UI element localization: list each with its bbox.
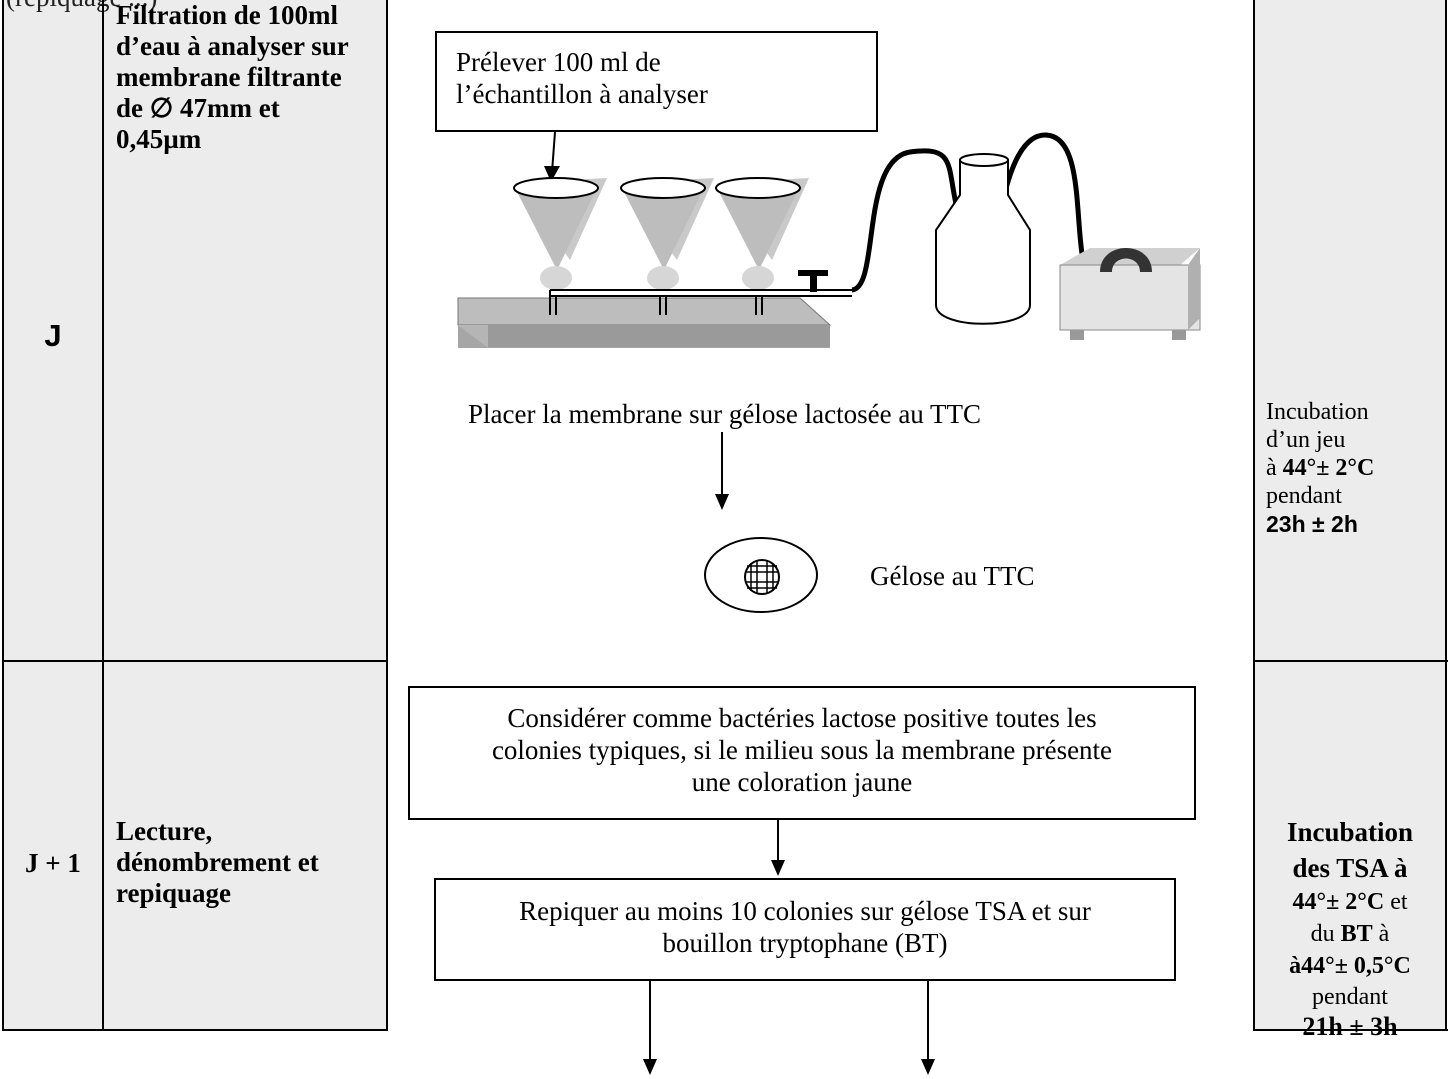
- step-line: d’eau à analyser sur: [116, 31, 349, 61]
- filtration-apparatus-illustration: [457, 131, 1201, 348]
- vacuum-pump: [1059, 248, 1201, 340]
- col-line-2: [386, 0, 388, 1031]
- incubation-temp: 44°± 2°C: [1282, 455, 1375, 481]
- arrow-to-tsa: [643, 981, 657, 1075]
- incubation-temp: 44°± 2°C: [1292, 889, 1385, 915]
- incubation-line: du BT à: [1256, 918, 1444, 950]
- step-reading: Lecture, dénombrement et repiquage: [116, 816, 381, 909]
- col-line-1: [102, 0, 104, 1031]
- arrow-to-bt: [921, 981, 935, 1075]
- subculture-line: bouillon tryptophane (BT): [662, 928, 948, 958]
- incubation-duration: 23h ± 2h: [1266, 511, 1358, 537]
- step-line: 0,45µm: [116, 124, 202, 154]
- subculture-box: Repiquer au moins 10 colonies sur gélose…: [434, 878, 1176, 981]
- incubation-prefix: à: [1266, 455, 1283, 481]
- day-label-j: J: [44, 318, 62, 353]
- incubation-line: d’un jeu: [1266, 427, 1346, 453]
- plate-label: Gélose au TTC: [870, 561, 1035, 591]
- step-line: repiquage: [116, 878, 232, 908]
- incubation-prefix: du: [1310, 921, 1341, 947]
- step-line: dénombrement et: [116, 847, 319, 877]
- table-bottom-right: [1253, 1029, 1448, 1031]
- incubation-line: pendant: [1266, 483, 1342, 509]
- incubation-column-bg: [1254, 0, 1446, 1030]
- incubation-line: pendant: [1312, 984, 1388, 1010]
- sample-line: Prélever 100 ml de: [456, 47, 661, 77]
- incubation-duration: 21h ± 3h: [1302, 1012, 1398, 1041]
- col-line-3: [1253, 0, 1255, 1031]
- day-label-j-plus-1: J + 1: [25, 848, 81, 878]
- funnel-3: [715, 177, 809, 290]
- sample-box: Prélever 100 ml de l’échantillon à analy…: [435, 31, 878, 132]
- funnel-2: [620, 177, 714, 290]
- incubation-line: à 44°± 2°C: [1266, 454, 1441, 482]
- consider-line: colonies typiques, si le milieu sous la …: [491, 735, 1113, 765]
- incubation-j: Incubation d’un jeu à 44°± 2°C pendant 2…: [1266, 398, 1441, 538]
- table-bottom-left: [3, 1029, 388, 1031]
- step-line: de ∅ 47mm et: [116, 93, 280, 123]
- incubation-temp-bt: à44°± 0,5°C: [1289, 953, 1411, 979]
- day-column-bg: [3, 0, 103, 1030]
- step-filtration: Filtration de 100ml d’eau à analyser sur…: [116, 0, 381, 155]
- row-divider: [3, 660, 388, 662]
- step-line: Filtration de 100ml: [116, 0, 338, 30]
- step-column-bg: [103, 0, 387, 1030]
- consider-line: Considérer comme bactéries lactose posit…: [507, 703, 1097, 733]
- ttc-plate-icon: [704, 537, 818, 613]
- consider-box: Considérer comme bactéries lactose posit…: [408, 686, 1196, 820]
- place-membrane-text: Placer la membrane sur gélose lactosée a…: [468, 399, 982, 429]
- row-divider-right: [1253, 660, 1448, 662]
- arrow-down-to-plate: [715, 432, 729, 510]
- incubation-line: Incubation: [1286, 817, 1414, 847]
- header-fragment: (repiquage ...): [6, 0, 157, 12]
- incubation-suffix: à: [1372, 921, 1390, 947]
- funnel-1: [513, 177, 607, 290]
- step-line: membrane filtrante: [116, 62, 342, 92]
- consider-line: une coloration jaune: [691, 767, 913, 797]
- col-line-4: [1445, 0, 1447, 1031]
- subculture-line: Repiquer au moins 10 colonies sur gélose…: [519, 896, 1091, 926]
- incubation-medium: BT: [1340, 921, 1373, 947]
- step-line: Lecture,: [116, 816, 213, 846]
- incubation-line: 44°± 2°C et: [1256, 886, 1444, 918]
- sample-line: l’échantillon à analyser: [456, 79, 708, 109]
- arrow-consider-to-subculture: [771, 820, 785, 876]
- col-line-0: [2, 0, 4, 1031]
- incubation-line: des TSA à: [1292, 853, 1408, 883]
- incubation-line: Incubation: [1266, 399, 1369, 425]
- incubation-suffix: et: [1384, 889, 1408, 915]
- incubation-j-plus-1: Incubation des TSA à 44°± 2°C et du BT à…: [1256, 814, 1444, 1042]
